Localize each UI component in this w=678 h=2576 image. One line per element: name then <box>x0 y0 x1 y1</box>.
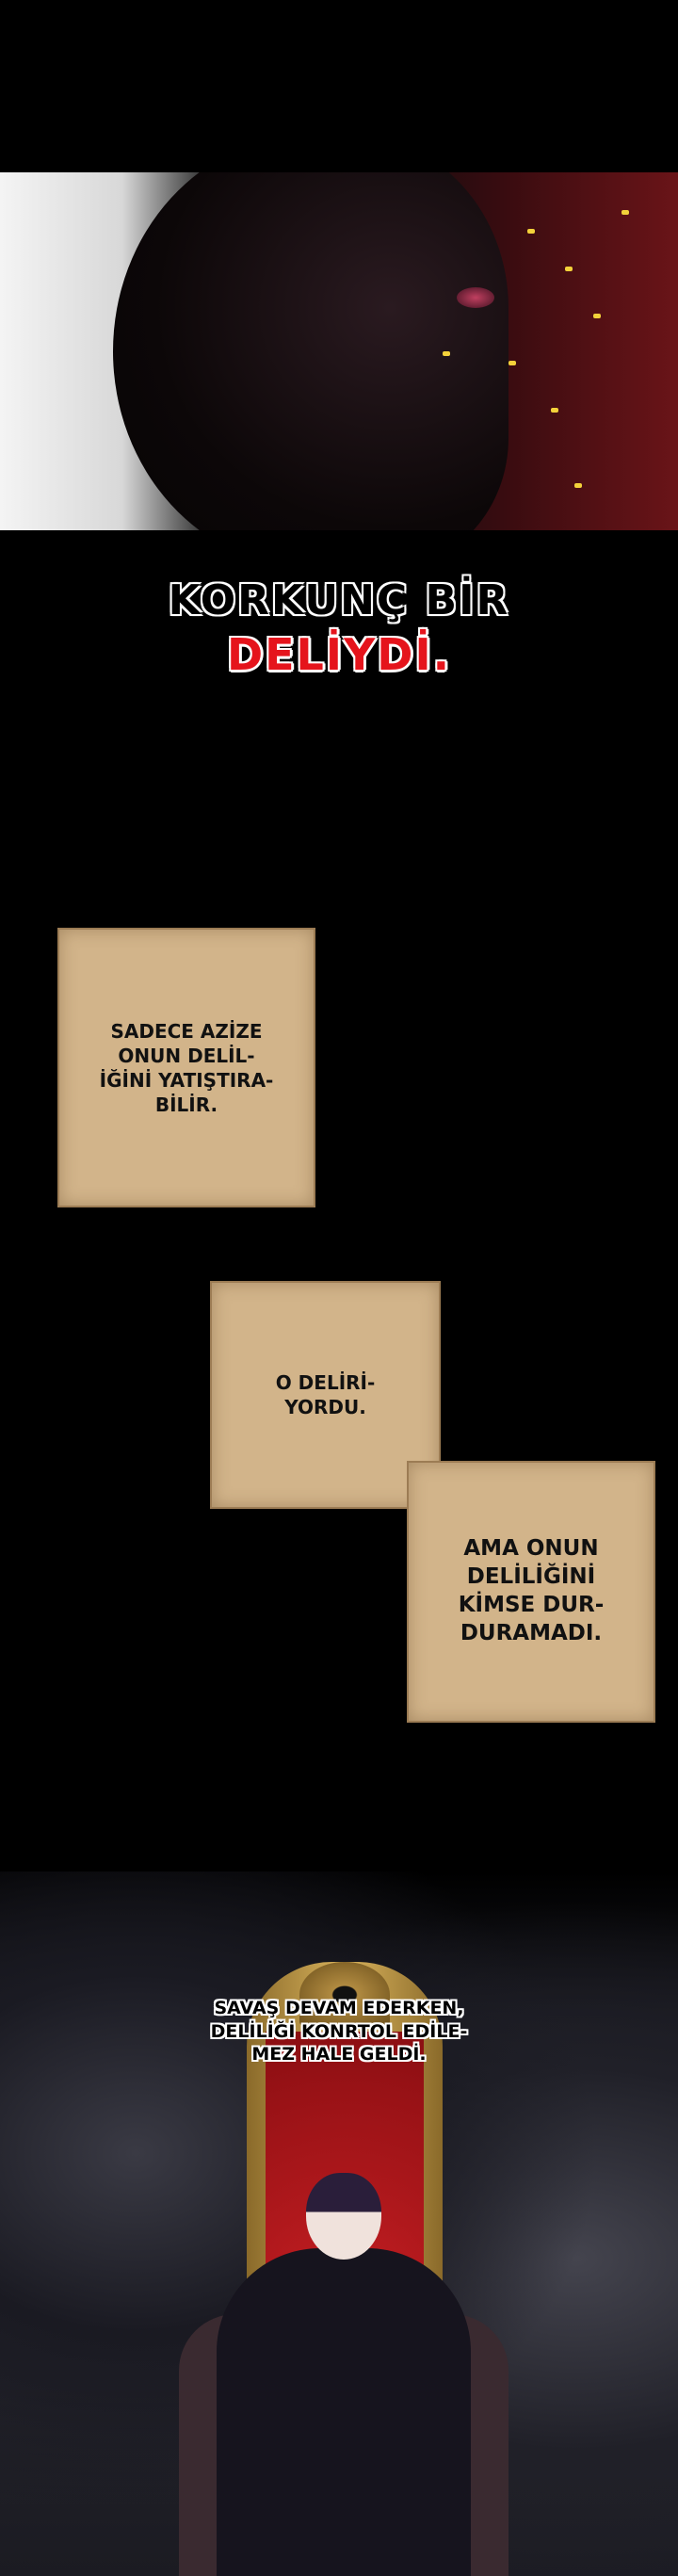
ember <box>443 351 450 356</box>
ember <box>551 408 558 413</box>
narration-text: O DELİRİ- YORDU. <box>275 1371 376 1418</box>
throne-crest <box>299 1962 390 2028</box>
scene-caption: SAVAŞ DEVAM EDERKEN, DELİLİĞİ KONRTOL ED… <box>210 1998 468 2066</box>
ember <box>565 267 573 271</box>
ember <box>574 483 582 488</box>
title-line-2: DELİYDİ. <box>226 629 452 680</box>
ember <box>622 210 629 215</box>
character-eye <box>457 287 494 308</box>
narration-text: AMA ONUN DELİLİĞİNİ KİMSE DUR- DURAMADI. <box>458 1536 605 1645</box>
throne-scene <box>0 1871 678 2576</box>
ember <box>593 314 601 318</box>
ember <box>527 229 535 234</box>
title-line-1: KORKUNÇ BİR <box>168 576 510 624</box>
character-head <box>306 2173 381 2260</box>
narration-box-3: AMA ONUN DELİLİĞİNİ KİMSE DUR- DURAMADI. <box>407 1461 655 1723</box>
top-panel-face-closeup <box>0 172 678 530</box>
narration-text: SADECE AZİZE ONUN DELİL- İĞİNİ YATIŞTIRA… <box>99 1019 274 1116</box>
seated-character <box>217 2248 471 2576</box>
narration-box-1: SADECE AZİZE ONUN DELİL- İĞİNİ YATIŞTIRA… <box>57 928 315 1207</box>
ember <box>508 361 516 365</box>
narration-box-2: O DELİRİ- YORDU. <box>210 1281 441 1509</box>
